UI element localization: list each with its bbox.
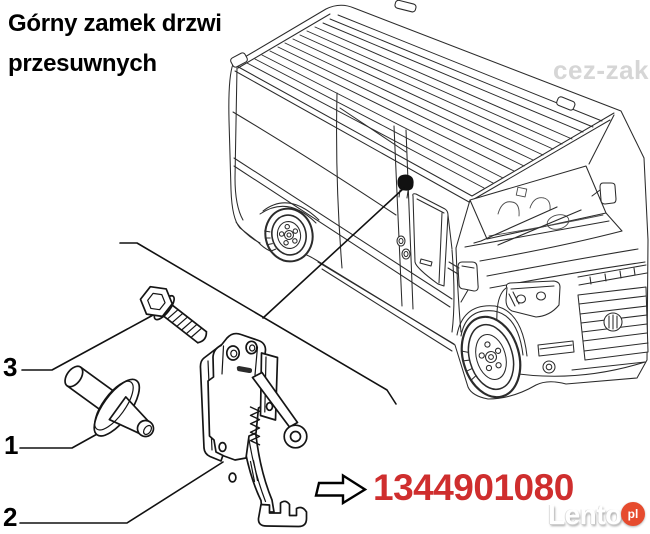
grille [577,286,649,361]
lock-mechanism-illustration [199,332,308,528]
leader-lock-to-van [262,187,405,319]
callout-label-1: 1 [4,430,19,460]
rear-wheel [264,207,314,263]
callout-label-2: 2 [3,502,18,532]
wipers [473,206,582,246]
leader-main-diagonal [119,242,397,405]
title-line-2: przesuwnych [8,50,157,77]
diagram-title: Górny zamek drzwi przesuwnych [8,4,222,84]
pin-illustration [64,365,155,438]
headlight [505,280,561,318]
roof-ribs [246,14,603,189]
leader-lines [19,187,405,524]
right-mirror [591,182,617,205]
lento-logo: Lento pl [548,499,648,533]
lock-position-dot [397,174,414,199]
leader-callout-1 [19,432,100,449]
leader-callout-2 [19,461,224,524]
lento-pl-badge: pl [621,502,645,526]
leader-callout-3 [21,313,156,371]
watermark-text: cez-zak [553,55,649,85]
callout-label-3: 3 [3,352,18,382]
direction-arrow-icon [314,473,368,506]
title-line-1: Górny zamek drzwi [8,10,222,37]
lento-logo-text: Lento [548,499,622,530]
left-mirror [447,261,479,303]
van-illustration [228,0,649,400]
front-wheel [460,315,522,399]
bolt-illustration [139,285,208,344]
part-number: 1344901080 [373,467,574,508]
